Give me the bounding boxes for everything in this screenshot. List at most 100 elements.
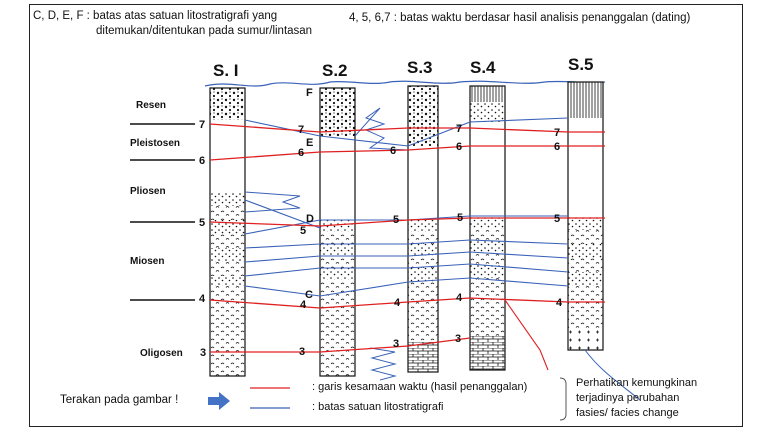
time-line-3 [210, 337, 471, 353]
epoch-label-oligosen: Oligosen [140, 348, 183, 359]
time-marker-6-s3: 6 [390, 145, 396, 157]
well-s4-layer-sand-a [470, 216, 505, 228]
time-marker-7-s4: 7 [456, 123, 462, 135]
well-s1-layer-shale-d [210, 286, 245, 376]
well-s4-layer-sand-c [470, 264, 505, 278]
well-s1-outline [209, 87, 246, 377]
right-arrow-icon [208, 392, 230, 410]
well-s4-layer-shale-a [470, 228, 505, 240]
well-s5-layer-sand-b [568, 244, 603, 258]
side-note-line1: Perhatikan kemungkinan [576, 377, 698, 389]
well-s4-layer-shale-c [470, 278, 505, 336]
time-line-6 [209, 145, 605, 161]
epoch-label-miosen: Miosen [130, 256, 164, 267]
litho-line-d3 [244, 251, 569, 263]
well-s3-layer-sand-b [408, 244, 438, 256]
well-title-s4: S.4 [470, 58, 496, 77]
well-s2-layer-shale-a [320, 232, 355, 244]
well-s5-layer-shale-a [568, 230, 603, 244]
time-marker-4-s2: 4 [300, 299, 307, 311]
time-lines [209, 123, 605, 353]
well-s5 [567, 81, 604, 351]
well-s3-outline [407, 85, 439, 373]
header-left-line2: ditemukan/ditentukan pada sumur/lintasan [96, 25, 313, 37]
well-s4-layer-sand-top [470, 102, 505, 122]
side-note-line2: terjadinya perubahan [576, 392, 680, 404]
time-marker-3-s3: 3 [393, 338, 399, 350]
time-marker-3-s4: 3 [455, 333, 461, 345]
time-marker-5-s1: 5 [199, 217, 205, 229]
well-s2 [319, 87, 356, 377]
litho-boundaries [244, 117, 569, 297]
well-s1 [209, 87, 246, 377]
well-s5-layer-blank [568, 118, 603, 216]
time-marker-4-s4: 4 [456, 292, 463, 304]
time-line-5 [209, 217, 605, 227]
facies-red-tail [504, 299, 549, 371]
well-title-s5: S.5 [568, 55, 594, 74]
well-s2-layer-sand-a [320, 220, 355, 232]
surface-line [204, 80, 606, 87]
epoch-boundaries [130, 123, 195, 301]
time-marker-7-s2: 7 [298, 124, 304, 136]
well-s1-layer-shale-b [210, 234, 245, 248]
legend-bracket [559, 377, 567, 421]
time-marker-6-s1: 6 [199, 155, 205, 167]
well-s2-layer-sand-b [320, 244, 355, 256]
pinchout-wedge-pliosen [244, 191, 301, 213]
pinchout-wedge-oligosen [369, 347, 397, 381]
unit-marker-d: D [306, 213, 314, 225]
well-s2-outline [319, 87, 356, 377]
well-s3-layer-sand-c [408, 268, 438, 282]
time-marker-6-s2: 6 [298, 147, 304, 159]
well-s2-layer-gravel [320, 88, 355, 136]
litho-line-c [244, 277, 569, 297]
epoch-label-pleistosen: Pleistosen [130, 138, 180, 149]
well-s4-layer-shale-b [470, 252, 505, 264]
epoch-label-resen: Resen [136, 100, 166, 111]
well-s5-layer-shale-c [568, 286, 603, 330]
legend-red-label: : garis kesamaan waktu (hasil penanggala… [312, 381, 528, 393]
litho-line-d4 [244, 263, 569, 277]
time-marker-4-s3: 4 [394, 297, 401, 309]
well-s2-layer-shale-d [320, 296, 355, 376]
time-marker-6-s5: 6 [554, 141, 560, 153]
epoch-label-pliosen: Pliosen [130, 186, 166, 197]
well-s5-layer-igneous [568, 330, 603, 350]
unit-marker-e: E [306, 137, 313, 149]
well-s3-layer-shale-b [408, 256, 438, 268]
well-s2-layer-shale-b [320, 256, 355, 268]
well-s3-layer-shale-a [408, 232, 438, 244]
well-s5-layer-sand-a [568, 216, 603, 230]
well-s3 [407, 85, 439, 373]
time-line-7 [209, 123, 605, 133]
time-marker-4-s5: 4 [556, 297, 563, 309]
time-marker-7-s5: 7 [554, 127, 560, 139]
time-marker-7-s1: 7 [199, 119, 205, 131]
well-s1-layer-gravel [210, 88, 245, 120]
time-marker-3-s1: 3 [200, 347, 206, 359]
well-s1-layer-shale-a [210, 206, 245, 220]
well-s5-layer-shale-b [568, 258, 603, 272]
legend-blue-label: : batas satuan litostratigrafi [312, 401, 444, 413]
side-note-line3: fasies/ facies change [576, 407, 679, 419]
well-s2-layer-sand-c [320, 268, 355, 280]
well-s3-layer-gravel [408, 86, 438, 146]
litho-line-f [244, 117, 569, 147]
header-right: 4, 5, 6,7 : batas waktu berdasar hasil a… [349, 12, 691, 24]
time-marker-5-s5: 5 [554, 213, 560, 225]
well-title-s1: S. I [213, 61, 239, 80]
facies-blue-tail [584, 349, 641, 401]
well-s4-layer-sand-b [470, 240, 505, 252]
time-marker-5-s3: 5 [393, 214, 399, 226]
well-s4-outline [469, 85, 506, 371]
well-s1-layer-sand-a [210, 192, 245, 206]
time-marker-4-s1: 4 [199, 293, 206, 305]
well-s3-layer-shale-c [408, 282, 438, 342]
well-title-s2: S.2 [322, 61, 348, 80]
litho-line-d2 [244, 239, 569, 249]
well-s3-layer-sand-a [408, 220, 438, 232]
time-marker-5-s2: 5 [300, 225, 306, 237]
header-left-line1: C, D, E, F : batas atas satuan litostrat… [33, 10, 278, 22]
time-marker-3-s2: 3 [299, 346, 305, 358]
